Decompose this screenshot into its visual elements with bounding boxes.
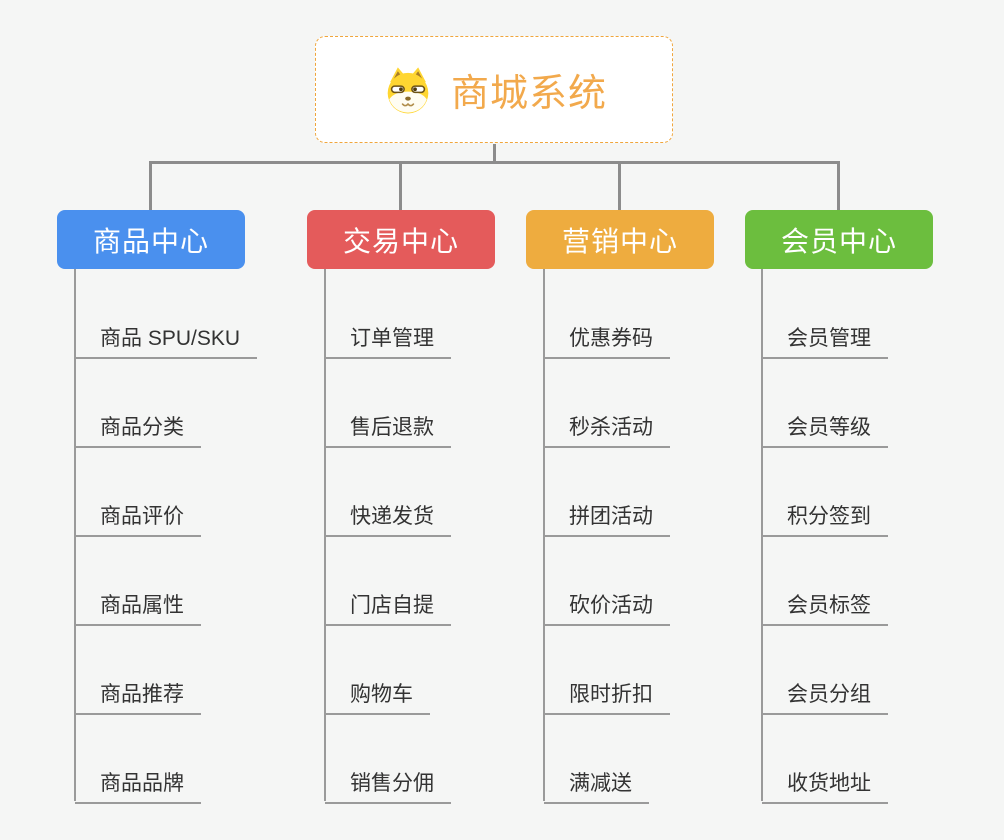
- branch-drop-connector: [618, 163, 621, 210]
- child-node[interactable]: 订单管理: [325, 318, 451, 359]
- child-node[interactable]: 商品评价: [75, 496, 201, 537]
- branch-horizontal-connector: [149, 161, 840, 164]
- branch-drop-connector: [399, 163, 402, 210]
- child-node[interactable]: 商品分类: [75, 407, 201, 448]
- child-node[interactable]: 会员等级: [762, 407, 888, 448]
- child-node[interactable]: 积分签到: [762, 496, 888, 537]
- root-stem-connector: [493, 144, 496, 163]
- child-node[interactable]: 快递发货: [325, 496, 451, 537]
- root-node[interactable]: 商城系统: [315, 36, 673, 143]
- child-node[interactable]: 限时折扣: [544, 674, 670, 715]
- child-node[interactable]: 收货地址: [762, 763, 888, 804]
- child-node[interactable]: 优惠券码: [544, 318, 670, 359]
- branch-drop-connector: [837, 163, 840, 210]
- child-node[interactable]: 商品 SPU/SKU: [75, 318, 258, 359]
- child-node[interactable]: 购物车: [325, 674, 430, 715]
- branch-node-trade-center[interactable]: 交易中心: [307, 210, 495, 269]
- child-node[interactable]: 秒杀活动: [544, 407, 670, 448]
- child-node[interactable]: 满减送: [544, 763, 649, 804]
- child-node[interactable]: 拼团活动: [544, 496, 670, 537]
- child-node[interactable]: 商品品牌: [75, 763, 201, 804]
- child-node[interactable]: 会员分组: [762, 674, 888, 715]
- root-node-label: 商城系统: [450, 73, 607, 115]
- child-node[interactable]: 售后退款: [325, 407, 451, 448]
- branch-node-marketing-center[interactable]: 营销中心: [526, 210, 714, 269]
- child-node[interactable]: 砍价活动: [544, 585, 670, 626]
- branch-node-product-center[interactable]: 商品中心: [57, 210, 245, 269]
- child-node[interactable]: 会员管理: [762, 318, 888, 359]
- child-node[interactable]: 销售分佣: [325, 763, 451, 804]
- branch-drop-connector: [149, 163, 152, 210]
- child-node[interactable]: 商品属性: [75, 585, 201, 626]
- shiba-dog-icon: [387, 66, 429, 113]
- branch-node-member-center[interactable]: 会员中心: [745, 210, 933, 269]
- child-node[interactable]: 会员标签: [762, 585, 888, 626]
- child-node[interactable]: 门店自提: [325, 585, 451, 626]
- child-node[interactable]: 商品推荐: [75, 674, 201, 715]
